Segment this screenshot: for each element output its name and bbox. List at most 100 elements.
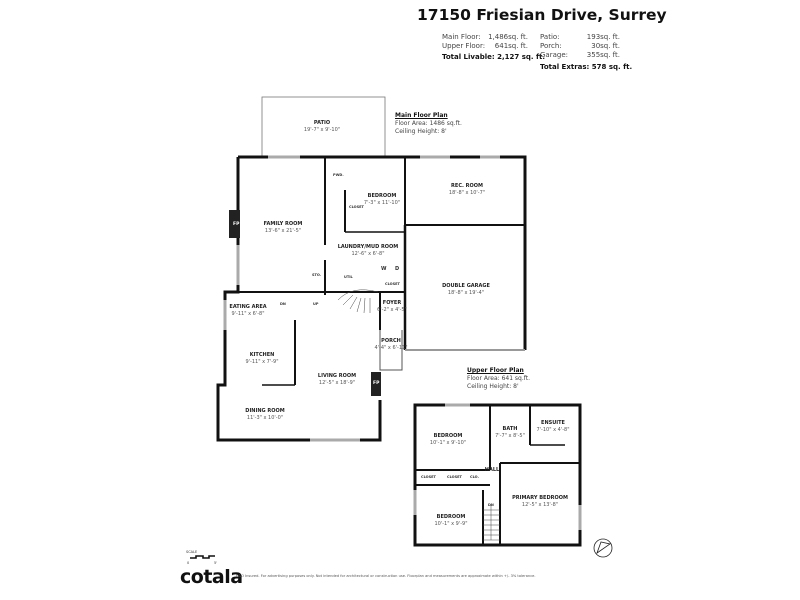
label-closet: CLOSET [421,475,436,479]
total-extras-label: Total Extras: [540,63,590,71]
upper-stairs [483,505,500,541]
total-livable-value: 2,127 sq. ft. [497,53,546,61]
room-name: PORCH [381,338,401,344]
room-dims: 6'-2" x 4'-5" [377,307,407,313]
label-closet: CLOSET [385,282,400,286]
total-extras: Total Extras: 578 sq. ft. [540,63,632,71]
room-name: DOUBLE GARAGE [442,283,490,289]
room-name: EATING AREA [229,304,267,310]
upper-floor-ceiling: Ceiling Height: 8' [467,383,519,390]
room-name: BEDROOM [367,193,397,199]
stat-value: 1,486sq. ft. [488,33,528,41]
compass-icon [593,538,613,558]
room-dims: 9'-11" x 7'-9" [245,359,279,365]
room-name: BEDROOM [436,514,466,520]
upper-floor-title: Upper Floor Plan [467,367,524,374]
label-fireplace: FP [373,381,380,386]
fireplace-living-room [371,372,381,396]
label-closet-small: CLO. [470,475,479,479]
label-storage: STO. [312,273,322,277]
main-floor-outer-wall [238,155,527,350]
room-dims: 18'-8" x 19'-4" [447,290,485,296]
stat-value: 30sq. ft. [591,42,620,50]
room-dims: 9'-11" x 6'-8" [231,311,265,317]
porch-wall [379,330,403,371]
stat-value: 193sq. ft. [586,33,620,41]
room-name: FAMILY ROOM [263,221,303,227]
label-stairs-up: UP [313,302,319,306]
upper-floor-area: Floor Area: 641 sq.ft. [467,375,531,382]
room-dims: 7'-7" x 8'-5" [495,433,525,439]
room-dims: 10'-1" x 9'-10" [429,440,467,446]
total-livable-label: Total Livable: [442,53,495,61]
cotala-logo: cotala [180,566,243,588]
disclaimer: E&O Insured. For advertising purposes on… [236,574,536,578]
label-washer: W [381,266,387,272]
label-stairs-down: DN [280,302,286,306]
room-name: BATH [502,426,518,432]
stat-label: Garage: [540,51,568,59]
label-closet: CLOSET [349,205,364,209]
main-floor-heading: Main Floor Plan Floor Area: 1486 sq.ft. … [395,112,462,136]
stat-value: 355sq. ft. [586,51,620,59]
room-dims: 11'-3" x 10'-0" [246,415,284,421]
room-name: ENSUITE [541,420,565,426]
room-dims: 13'-6" x 21'-5" [264,228,302,234]
room-dims: 7'-3" x 11'-10" [363,200,401,206]
room-name: HALL [484,467,500,473]
scale-end: 5' [214,561,218,565]
label-utility: UTIL [344,275,353,279]
property-address: 17150 Friesian Drive, Surrey [417,6,667,24]
scale-bar [190,555,215,559]
main-floor-area: Floor Area: 1486 sq.ft. [395,120,462,127]
room-dims: 19'-7" x 9'-10" [303,127,341,133]
main-floor-left-wall [216,157,382,442]
scale-start: 0 [187,561,190,565]
room-dims: 18'-8" x 10'-7" [448,190,486,196]
label-closet: CLOSET [447,475,462,479]
stat-main-floor: Main Floor: [442,33,481,41]
upper-floor-heading: Upper Floor Plan Floor Area: 641 sq.ft. … [467,367,530,391]
main-stairs [337,289,379,314]
room-name: PRIMARY BEDROOM [512,495,568,501]
label-fireplace: FP [233,222,240,227]
room-name: LAUNDRY/MUD ROOM [337,244,399,250]
label-powder-room: PWD. [333,173,344,177]
total-livable: Total Livable: 2,127 sq. ft. [442,53,545,61]
room-name: REC. ROOM [451,183,483,189]
stat-label: Patio: [540,33,560,41]
room-dims: 12'-6" x 6'-8" [351,251,385,257]
main-floor-ceiling: Ceiling Height: 8' [395,128,447,135]
fireplace-family-room [229,210,240,238]
stat-label: Porch: [540,42,562,50]
stat-label: Upper Floor: [442,42,486,50]
room-name: PATIO [313,120,331,126]
room-dims: 4'-4" x 6'-11" [374,345,408,351]
room-dims: 10'-1" x 9'-9" [434,521,468,527]
room-dims: 12'-5" x 13'-8" [521,502,559,508]
scale-label: SCALE [186,550,198,554]
total-extras-value: 578 sq. ft. [591,63,633,71]
upper-floor-outer-wall [413,403,582,547]
main-floor-title: Main Floor Plan [395,112,448,119]
room-name: FOYER [382,300,402,306]
room-hall: HALL [485,467,499,474]
label-stairs-down: DN [488,503,494,507]
